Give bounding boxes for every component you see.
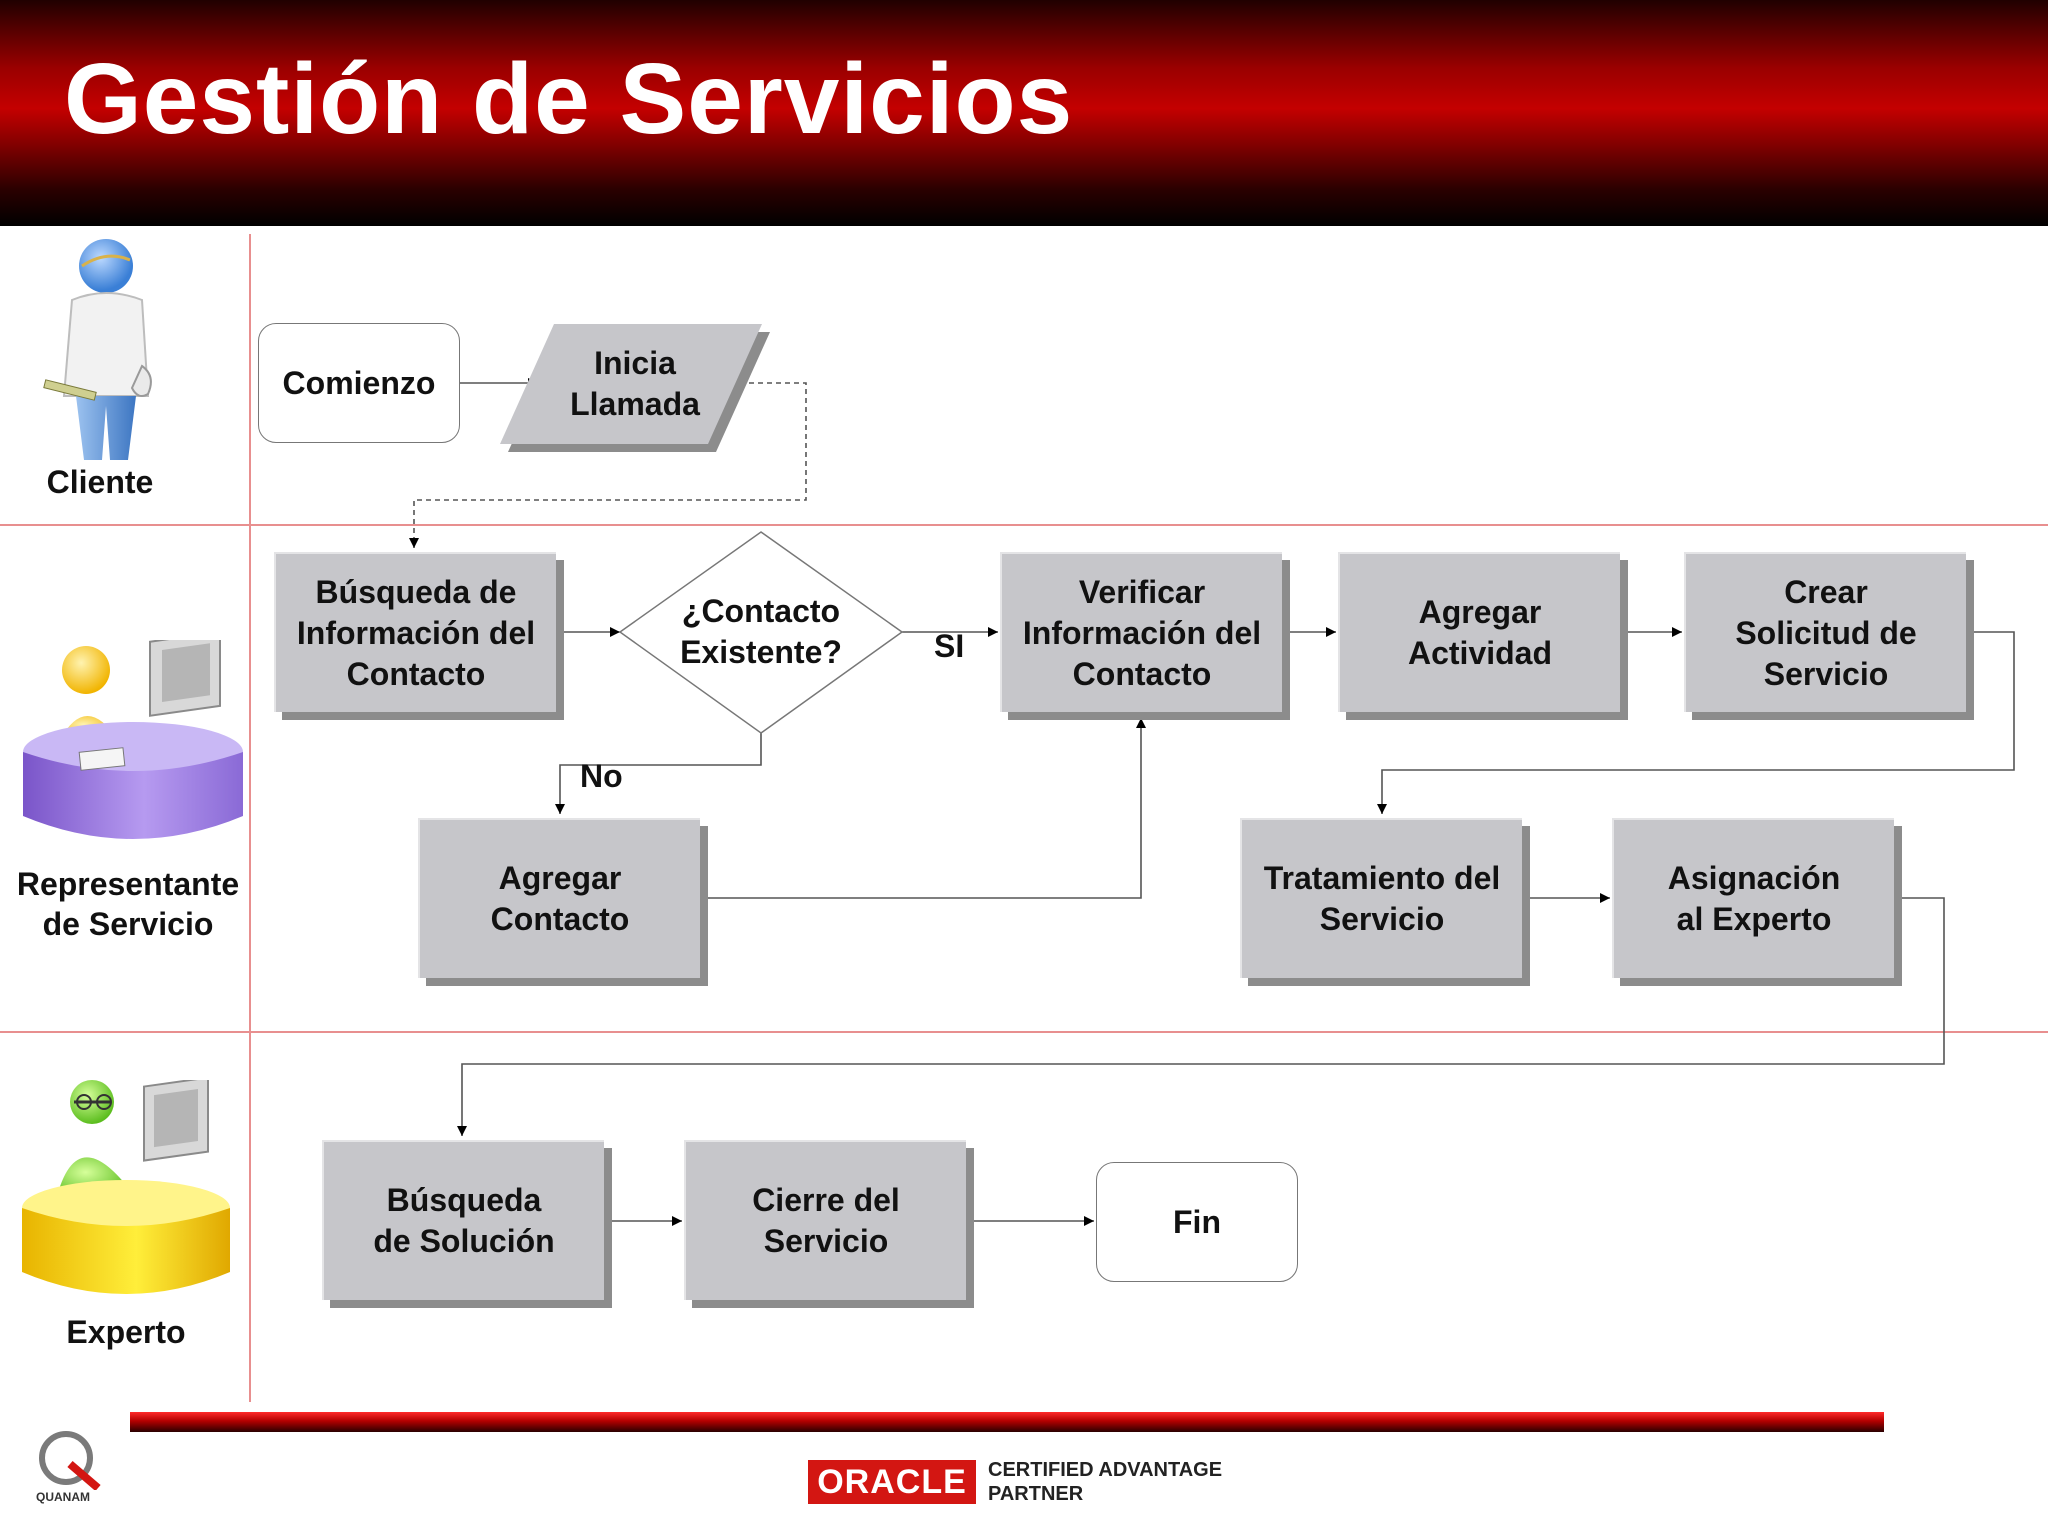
node-decision-label: ¿Contacto Existente? (680, 593, 842, 670)
node-comienzo: Comienzo (258, 323, 460, 443)
page-title: Gestión de Servicios (64, 43, 1074, 155)
representante-agent-icon (23, 640, 243, 839)
oracle-partner-tagline: CERTIFIED ADVANTAGE PARTNER (988, 1459, 1223, 1505)
edge-asignacion-solucion (457, 897, 1945, 1136)
node-verificar-contacto: Verificar Información del Contacto (1000, 552, 1282, 712)
title-banner: Gestión de Servicios (0, 0, 2048, 226)
node-tratamiento-servicio: Tratamiento del Servicio (1240, 818, 1522, 978)
node-fin: Fin (1096, 1162, 1298, 1282)
node-busqueda-solucion: Búsqueda de Solución (322, 1140, 604, 1300)
lane-label-cliente: Cliente (46, 464, 154, 500)
node-inicia-llamada-label: Inicia Llamada (570, 345, 700, 422)
node-busqueda-contacto: Búsqueda de Información del Contacto (274, 552, 556, 712)
oracle-logo: ORACLE (808, 1460, 976, 1504)
cliente-person-icon (43, 239, 152, 460)
node-cierre-servicio: Cierre del Servicio (684, 1140, 966, 1300)
edge-label-no: No (580, 758, 623, 794)
edge-label-si: SI (934, 628, 965, 664)
quanam-logo-text: QUANAM (36, 1490, 90, 1504)
lane-divider-cliente (0, 524, 2048, 526)
edge-decision-agregar-contacto (555, 733, 762, 814)
edge-solicitud-tratamiento (1377, 631, 2015, 814)
lane-divider-vertical (249, 234, 251, 1402)
edge-inicia-busqueda (409, 382, 807, 548)
edge-agregar-contacto-verificar (704, 718, 1146, 899)
node-agregar-actividad: Agregar Actividad (1338, 552, 1620, 712)
node-agregar-contacto: Agregar Contacto (418, 818, 700, 978)
experto-agent-icon (22, 1080, 230, 1294)
node-crear-solicitud: Crear Solicitud de Servicio (1684, 552, 1966, 712)
lane-label-representante: Representante de Servicio (16, 866, 240, 942)
shape-inicia-llamada (500, 324, 762, 444)
footer-bar (130, 1412, 1884, 1432)
node-asignacion-experto: Asignación al Experto (1612, 818, 1894, 978)
lane-label-experto: Experto (66, 1314, 186, 1350)
lane-divider-representante (0, 1031, 2048, 1033)
shape-decision (618, 531, 904, 734)
quanam-logo-icon (39, 1431, 101, 1490)
